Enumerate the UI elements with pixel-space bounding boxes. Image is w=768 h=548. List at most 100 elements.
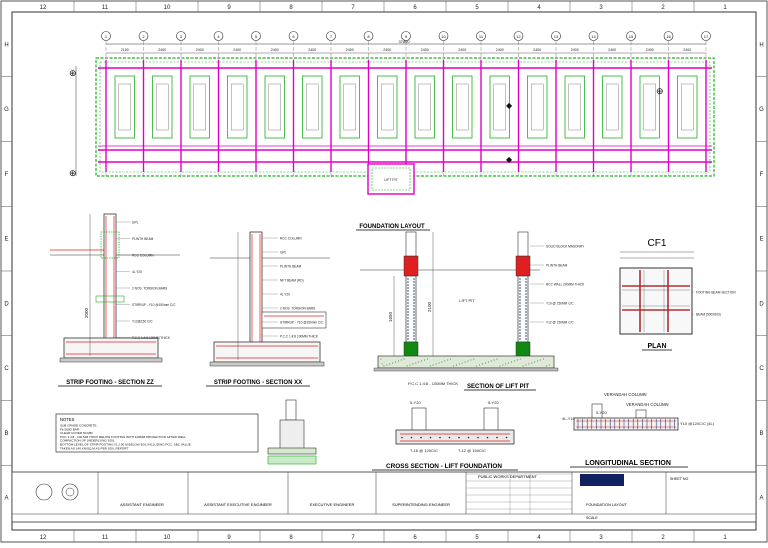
span-dim: 2400 xyxy=(496,48,504,52)
stirrup-lines xyxy=(577,419,675,429)
span-dim: 2400 xyxy=(608,48,616,52)
cross-label: 5-Y20 xyxy=(488,400,499,405)
hatch-dot xyxy=(476,365,478,367)
sign-ae: ASSISTANT ENGINEER xyxy=(120,502,164,507)
footing-pad xyxy=(339,75,360,139)
hatch-dot xyxy=(479,364,481,366)
notes-block: NOTES SUB GRADE CONCRETE :Fe 500D BARCLE… xyxy=(55,413,259,453)
sign-se: SUPERINTENDING ENGINEER xyxy=(392,502,450,507)
span-dim: 2400 xyxy=(646,48,654,52)
rebar-dot xyxy=(505,436,508,439)
plan-grid-lines xyxy=(105,41,707,176)
callout-text: PLINTH BEAM xyxy=(546,263,568,267)
hatch-dot xyxy=(461,362,463,364)
span-dim: 2400 xyxy=(458,48,466,52)
border-col-label: 3 xyxy=(599,5,603,11)
footing-pad xyxy=(564,75,585,139)
longitudinal-title: LONGITUDINAL SECTION xyxy=(585,460,671,467)
border-row-label: F xyxy=(760,172,764,178)
hatch-dot xyxy=(499,365,501,367)
footing-pad-inner xyxy=(193,83,206,131)
border-col-label: 6 xyxy=(413,5,417,11)
footing-pad xyxy=(114,75,135,139)
border-col-label: 5 xyxy=(475,535,479,541)
note-line: Fe 500D BAR xyxy=(60,427,80,431)
span-dim: 2400 xyxy=(683,48,691,52)
section-lift-title: SECTION OF LIFT PIT xyxy=(467,384,529,390)
border-col-label: 12 xyxy=(40,535,47,541)
callout-text: P.C.C 1:4:8 100MM THICK xyxy=(132,336,171,340)
long-label: 5-Y20 xyxy=(596,410,607,415)
callout-text: SOLID BLOCK MASONRY xyxy=(546,244,585,248)
hatch-dot xyxy=(496,358,498,360)
border-col-label: 5 xyxy=(475,5,479,11)
hatch-dot xyxy=(467,360,469,362)
footing-pad-inner xyxy=(681,83,694,131)
longitudinal-section: VERANDAH COLUMN VERANDAH COLUMN 5-Y20Y10… xyxy=(570,392,715,468)
rebar-dot xyxy=(439,436,441,439)
section-marker-icon: ◆ xyxy=(506,155,513,164)
long-label: Y10 @120C/C (4L) xyxy=(680,421,715,426)
footing-pad xyxy=(602,75,623,139)
footing-pad-inner xyxy=(643,83,656,131)
hatch-dot xyxy=(421,360,423,362)
plan-subtitle: PLAN xyxy=(647,343,666,350)
hatch-dot xyxy=(522,365,524,367)
footing-pad-inner xyxy=(231,83,244,131)
rebar-dot xyxy=(486,436,489,439)
callout-text: Y12 @ 150MM C/C xyxy=(546,320,574,324)
footing-pad-inner xyxy=(343,83,356,131)
border-col-label: 1 xyxy=(723,535,727,541)
hatch-dot xyxy=(432,364,434,366)
footing-pad-inner xyxy=(531,83,544,131)
grid-bubble-label: 4 xyxy=(217,34,220,39)
lift-pit-section: FOUNDATION LAYOUT LIFT PIT 2100 1650 SOL… xyxy=(356,224,585,391)
grid-bubble xyxy=(588,31,599,41)
pit-raft xyxy=(377,355,555,369)
footing-pad-inner xyxy=(156,83,169,131)
border-row-label: E xyxy=(4,237,8,243)
grid-bubble xyxy=(176,31,186,41)
title-block-table xyxy=(466,473,572,514)
border-row-label: C xyxy=(4,366,9,372)
callout-text: BEAM (500X600) xyxy=(696,312,721,316)
verandah-col-label-2: VERANDAH COLUMN xyxy=(626,402,669,407)
grid-bubble-label: 14 xyxy=(591,34,596,39)
rebar-dot xyxy=(420,436,422,439)
border-col-label: 10 xyxy=(164,535,171,541)
span-dim: 2400 xyxy=(346,48,354,52)
footing-pad-inner xyxy=(418,83,431,131)
callout-text: STIRRUP - Y10 @150mm C/C xyxy=(132,303,176,307)
border-col-label: 7 xyxy=(351,535,355,541)
rebar-dot xyxy=(448,436,451,439)
grid-bubble xyxy=(326,31,336,41)
grid-bubble-label: 12 xyxy=(516,34,521,39)
border-col-label: 12 xyxy=(40,5,47,11)
hatch-dot xyxy=(381,363,383,365)
grid-bubble-label: 11 xyxy=(479,34,484,39)
hatch-dot xyxy=(484,362,486,364)
border-col-label: 2 xyxy=(661,535,665,541)
hatch-dot xyxy=(473,358,475,360)
hatch-dot xyxy=(531,362,533,364)
span-dim: 2400 xyxy=(383,48,391,52)
footing-pad xyxy=(527,75,548,139)
hatch-dot xyxy=(453,365,454,367)
verandah-col-label: VERANDAH COLUMN xyxy=(604,392,647,397)
border-row-label: A xyxy=(759,496,763,502)
note-line: PCC 1:4:8 - 100 MM THICK BELOW FOOTING W… xyxy=(60,435,186,439)
tb-sheet: SHEET NO xyxy=(670,477,689,481)
hatch-dot xyxy=(548,364,550,366)
callout-text: PLINTH BEAM xyxy=(132,237,154,241)
hatch-dot xyxy=(464,361,466,363)
callout-text: GPL xyxy=(132,220,139,224)
hatch-dot xyxy=(502,364,504,366)
grid-bubble xyxy=(101,31,111,41)
footing-pad xyxy=(377,75,398,139)
